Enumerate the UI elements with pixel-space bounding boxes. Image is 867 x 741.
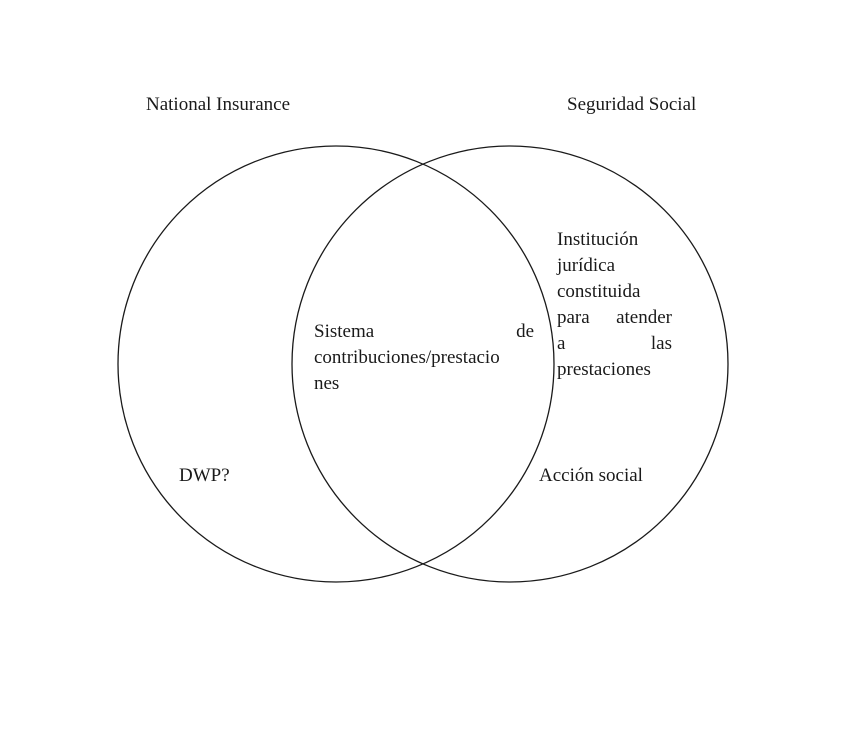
left-only-region-text: DWP? — [179, 465, 230, 486]
right-lower-region-text: Acción social — [539, 465, 643, 486]
overlap-line-1-left: Sistema — [314, 321, 375, 342]
right-line-4-left: para — [557, 307, 590, 328]
circle-national-insurance — [117, 145, 555, 583]
set-label-national-insurance: National Insurance — [146, 94, 291, 115]
overlap-line-3: nes — [314, 373, 340, 394]
right-line-5-right: las — [650, 333, 672, 354]
right-line-6: prestaciones — [557, 359, 651, 380]
right-only-region-text: Institución jurídica constituida para at… — [557, 227, 672, 383]
set-label-seguridad-social: Seguridad Social — [567, 94, 697, 115]
right-line-4-right: atender — [616, 307, 672, 328]
right-line-4: para atender — [557, 305, 672, 331]
circle-seguridad-social — [291, 145, 729, 583]
right-line-1: Institución — [557, 229, 639, 250]
right-line-5-left: a — [557, 333, 566, 354]
overlap-line-1: Sistema de — [314, 319, 534, 345]
overlap-line-2: contribuciones/prestacio — [314, 347, 500, 368]
right-line-2: jurídica — [557, 255, 616, 276]
overlap-line-1-right: de — [516, 321, 534, 342]
right-line-5: a las — [557, 331, 672, 357]
right-line-3: constituida — [557, 281, 641, 302]
overlap-region-text: Sistema de contribuciones/prestacio nes — [314, 319, 534, 397]
